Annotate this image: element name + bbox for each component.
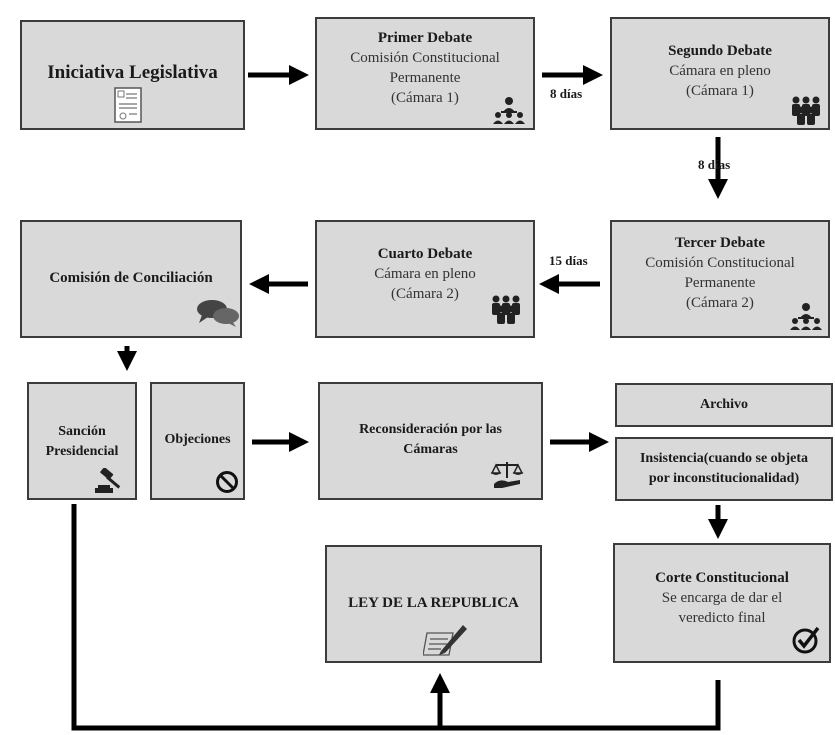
box-line: (Cámara 1) <box>391 90 459 106</box>
committee-icon <box>493 97 525 124</box>
box-title: Corte Constitucional <box>655 570 789 586</box>
box-iniciativa-legislativa: Iniciativa Legislativa <box>20 20 245 130</box>
box-title: Iniciativa Legislativa <box>47 62 218 83</box>
box-line: Se encarga de dar el <box>661 590 783 606</box>
box-sancion-presidencial: Sanción Presidencial <box>27 382 137 500</box>
gavel-icon <box>95 468 121 493</box>
box-line: (Cámara 2) <box>686 295 754 311</box>
box-title: LEY DE LA REPUBLICA <box>348 595 519 611</box>
scales-icon <box>490 462 524 488</box>
box-objeciones: Objeciones <box>150 382 245 500</box>
box-title-line: Presidencial <box>45 444 119 459</box>
box-title: Primer Debate <box>377 30 473 46</box>
document-icon <box>114 87 142 123</box>
box-title: Archivo <box>700 397 748 412</box>
box-line: Comisión Constitucional <box>350 50 500 66</box>
box-corte-constitucional: Corte Constitucional Se encarga de dar e… <box>613 543 831 663</box>
box-line: (Cámara 1) <box>686 83 754 99</box>
box-line: Permanente <box>684 275 756 291</box>
label-15-dias: 15 días <box>549 253 588 268</box>
box-tercer-debate: Tercer Debate Comisión Constitucional Pe… <box>610 220 830 338</box>
box-segundo-debate: Segundo Debate Cámara en pleno (Cámara 1… <box>610 17 830 130</box>
box-title-line: Reconsideración por las <box>359 422 502 437</box>
label-8-dias-1: 8 días <box>550 86 583 101</box>
checkmark-icon <box>792 626 820 654</box>
box-line: Permanente <box>389 70 461 86</box>
box-line: Cámara en pleno <box>374 266 476 282</box>
box-title: Comisión de Conciliación <box>49 270 213 286</box>
committee-icon <box>790 303 822 330</box>
box-title: Segundo Debate <box>668 43 772 59</box>
box-title: Cuarto Debate <box>377 246 473 262</box>
box-ley-de-la-republica: LEY DE LA REPUBLICA <box>325 545 542 663</box>
box-line: (Cámara 2) <box>391 286 459 302</box>
label-8-dias-2: 8 días <box>698 157 731 172</box>
box-title: Tercer Debate <box>674 235 766 251</box>
box-title-line: Insistencia(cuando se objeta <box>639 451 808 466</box>
box-title-line: Sanción <box>58 424 106 439</box>
box-reconsideracion: Reconsideración por las Cámaras <box>318 382 543 500</box>
box-line: veredicto final <box>678 610 766 626</box>
box-title-line: Cámaras <box>403 442 458 457</box>
crowd-icon <box>492 295 520 324</box>
prohibited-icon <box>216 471 238 493</box>
box-cuarto-debate: Cuarto Debate Cámara en pleno (Cámara 2) <box>315 220 535 338</box>
box-archivo: Archivo <box>615 383 833 427</box>
box-comision-conciliacion: Comisión de Conciliación <box>20 220 242 338</box>
box-primer-debate: Primer Debate Comisión Constitucional Pe… <box>315 17 535 130</box>
box-insistencia: Insistencia(cuando se objeta por inconst… <box>615 437 833 501</box>
crowd-icon <box>792 96 820 125</box>
box-line: Comisión Constitucional <box>645 255 795 271</box>
signing-icon <box>423 625 467 656</box>
chat-icon <box>197 300 239 327</box>
box-line: Cámara en pleno <box>669 63 771 79</box>
box-title: Objeciones <box>164 432 231 447</box>
connector-sancion-ley-corte <box>71 504 721 731</box>
box-title-line: por inconstitucionalidad) <box>648 471 800 486</box>
